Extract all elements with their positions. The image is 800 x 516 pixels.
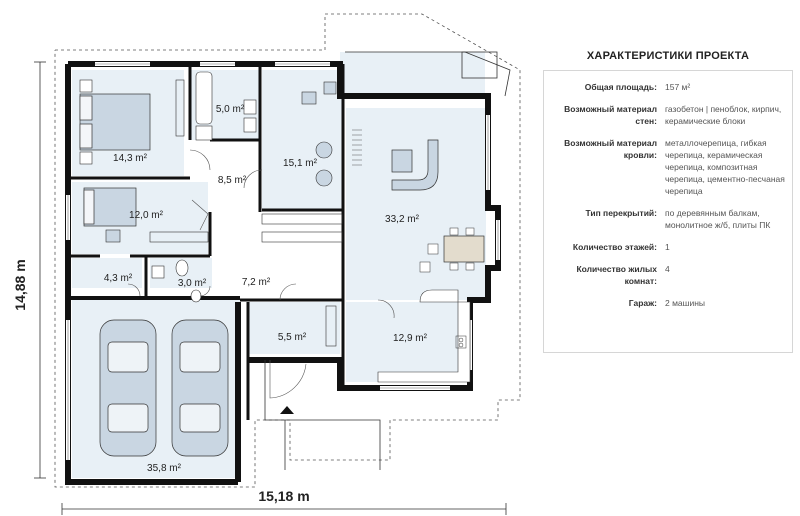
stairs-icon — [352, 129, 362, 166]
room-label-bedroom1: 14,3 m² — [113, 153, 148, 164]
armchair-icon — [419, 243, 439, 273]
roof-outline — [54, 13, 521, 488]
spec-row-roof-material: Возможный материал кровли: металлочерепи… — [550, 137, 786, 197]
wardrobe-icon — [149, 79, 343, 347]
dimension-height-label: 14,88 m — [12, 259, 28, 310]
spec-row-total-area: Общая площадь: 157 м² — [550, 81, 786, 93]
bed-icon — [79, 93, 151, 227]
dining-chair-icon — [449, 227, 475, 271]
entry-porch — [264, 360, 381, 470]
nightstand-icon — [79, 79, 93, 165]
spec-key: Общая площадь: — [584, 82, 657, 92]
spec-key: Возможный материал стен: — [564, 104, 657, 126]
spec-row-garage: Гараж: 2 машины — [550, 297, 786, 309]
spec-row-rooms: Количество жилых комнат: 4 — [550, 263, 786, 287]
spec-value: металлочерепица, гибкая черепица, керами… — [665, 138, 785, 196]
room-label-living: 33,2 m² — [385, 214, 420, 225]
room-label-entry: 5,5 m² — [278, 332, 307, 343]
room-label-bedroom2: 15,1 m² — [283, 158, 318, 169]
door-icon — [127, 149, 395, 399]
toilet-icon — [175, 259, 202, 303]
room-label-bathroom: 5,0 m² — [216, 104, 245, 115]
spec-value: по деревянным балкам, монолитное ж/б, пл… — [665, 208, 771, 230]
room-label-hall: 8,5 m² — [218, 175, 247, 186]
spec-row-floors: Количество этажей: 1 — [550, 241, 786, 253]
chair-icon — [105, 81, 337, 243]
dining-table-icon — [443, 235, 485, 263]
bathtub-icon — [195, 71, 213, 141]
kitchen-counter-icon — [377, 289, 471, 383]
room-label-garage: 35,8 m² — [147, 463, 182, 474]
walls — [65, 61, 501, 485]
stove-icon — [455, 335, 467, 349]
room-label-corridor: 7,2 m² — [242, 277, 271, 288]
spec-value: газобетон | пеноблок, кирпич, керамическ… — [665, 104, 782, 126]
entrance-arrow-icon — [280, 406, 294, 414]
spec-value: 157 м² — [665, 82, 691, 92]
dimension-horizontal — [61, 503, 507, 515]
specs-title: ХАРАКТЕРИСТИКИ ПРОЕКТА — [586, 50, 750, 62]
specs-table: Общая площадь: 157 м² Возможный материал… — [543, 70, 793, 353]
room-label-utility: 4,3 m² — [104, 273, 133, 284]
spec-value: 1 — [665, 242, 670, 252]
spec-value: 2 машины — [665, 298, 706, 308]
terrace — [345, 51, 511, 97]
spec-key: Количество этажей: — [572, 242, 657, 252]
floor-plan: 14,88 m 15,18 m — [12, 13, 521, 515]
car-icon — [99, 319, 229, 457]
round-table-icon — [315, 141, 333, 187]
spec-key: Тип перекрытий: — [585, 208, 657, 218]
dimension-vertical — [34, 61, 46, 479]
spec-key: Возможный материал кровли: — [564, 138, 657, 160]
spec-value: 4 — [665, 264, 670, 274]
room-label-wc: 3,0 m² — [178, 278, 207, 289]
spec-key: Гараж: — [628, 298, 657, 308]
spec-key: Количество жилых комнат: — [576, 264, 657, 286]
room-label-kitchen: 12,9 m² — [393, 333, 428, 344]
spec-row-wall-material: Возможный материал стен: газобетон | пен… — [550, 103, 786, 127]
sofa-icon — [391, 139, 439, 191]
spec-row-floor-type: Тип перекрытий: по деревянным балкам, мо… — [550, 207, 786, 231]
room-label-bedroom3: 12,0 m² — [129, 210, 164, 221]
project-specs-panel: ХАРАКТЕРИСТИКИ ПРОЕКТА Общая площадь: 15… — [543, 50, 793, 353]
dimension-width-label: 15,18 m — [258, 488, 309, 504]
sink-icon — [151, 99, 257, 279]
